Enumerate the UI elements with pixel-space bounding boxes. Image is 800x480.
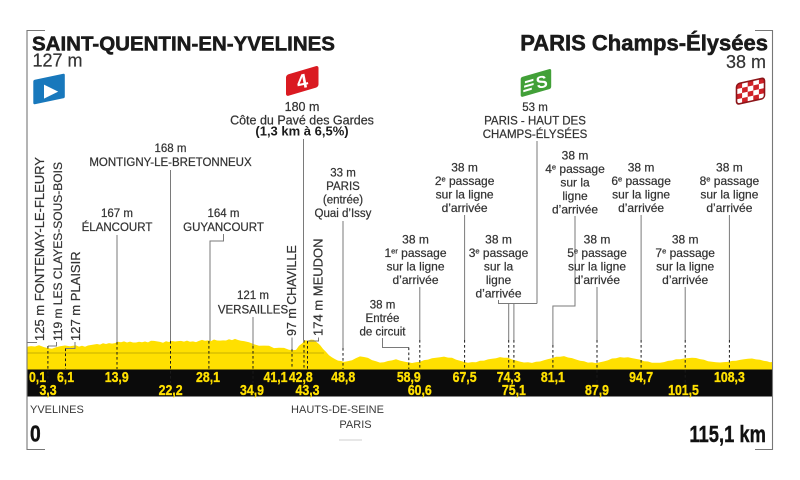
svg-text:sur la ligne: sur la ligne	[436, 188, 494, 202]
svg-text:d’arrivée: d’arrivée	[618, 201, 664, 215]
svg-text:38 m: 38 m	[402, 233, 429, 247]
svg-text:d’arrivée: d’arrivée	[706, 201, 752, 215]
svg-text:2e passage: 2e passage	[435, 174, 495, 188]
svg-text:8e passage: 8e passage	[700, 174, 760, 188]
svg-text:PARIS: PARIS	[326, 181, 360, 193]
svg-text:127 m: 127 m	[33, 51, 83, 71]
svg-text:(1,3 km à 6,5%): (1,3 km à 6,5%)	[255, 124, 348, 139]
svg-text:HAUTS-DE-SEINE: HAUTS-DE-SEINE	[291, 404, 384, 416]
svg-text:38 m: 38 m	[584, 233, 611, 247]
svg-text:sur la ligne: sur la ligne	[656, 260, 714, 274]
svg-text:6,1: 6,1	[57, 369, 75, 385]
svg-text:53 m: 53 m	[522, 102, 548, 114]
svg-text:SAINT-QUENTIN-EN-YVELINES: SAINT-QUENTIN-EN-YVELINES	[32, 33, 335, 56]
svg-text:sur la: sur la	[484, 260, 514, 274]
svg-text:MONTIGNY-LE-BRETONNEUX: MONTIGNY-LE-BRETONNEUX	[89, 157, 252, 169]
svg-text:(entrée): (entrée)	[323, 195, 363, 207]
svg-text:167 m: 167 m	[101, 208, 133, 220]
svg-text:Quai d’Issy: Quai d’Issy	[315, 208, 372, 220]
svg-text:1er passage: 1er passage	[384, 246, 446, 260]
svg-text:sur la ligne: sur la ligne	[700, 188, 758, 202]
svg-text:119 m LES CLAYES-SOUS-BOIS: 119 m LES CLAYES-SOUS-BOIS	[51, 162, 65, 341]
svg-text:Côte du Pavé des Gardes: Côte du Pavé des Gardes	[230, 114, 374, 128]
svg-text:38 m: 38 m	[370, 300, 396, 312]
svg-text:4e passage: 4e passage	[545, 162, 605, 176]
svg-text:97 m CHAVILLE: 97 m CHAVILLE	[285, 245, 299, 336]
svg-text:58,9: 58,9	[397, 369, 421, 385]
svg-text:164 m: 164 m	[208, 208, 240, 220]
svg-text:sur la: sur la	[560, 176, 590, 190]
svg-text:38 m: 38 m	[716, 161, 743, 175]
svg-text:38 m: 38 m	[628, 161, 655, 175]
svg-text:PARIS Champs-Élysées: PARIS Champs-Élysées	[520, 31, 768, 56]
svg-text:4: 4	[295, 70, 311, 94]
svg-text:22,2: 22,2	[159, 382, 183, 398]
svg-text:PARIS: PARIS	[339, 419, 371, 431]
svg-text:ligne: ligne	[486, 273, 512, 287]
svg-text:VERSAILLES: VERSAILLES	[218, 305, 289, 317]
svg-text:d’arrivée: d’arrivée	[552, 203, 598, 217]
svg-text:81,1: 81,1	[541, 369, 565, 385]
svg-text:115,1 km: 115,1 km	[689, 422, 766, 447]
svg-text:0,1: 0,1	[29, 369, 47, 385]
svg-text:28,1: 28,1	[196, 369, 220, 385]
svg-text:Entrée: Entrée	[366, 313, 400, 325]
svg-text:33 m: 33 m	[330, 168, 356, 180]
svg-text:127 m PLAISIR: 127 m PLAISIR	[68, 251, 83, 341]
svg-text:d’arrivée: d’arrivée	[442, 201, 488, 215]
svg-text:3e passage: 3e passage	[469, 246, 529, 260]
svg-text:38 m: 38 m	[672, 233, 699, 247]
svg-text:CHAMPS-ÉLYSÉES: CHAMPS-ÉLYSÉES	[483, 128, 588, 141]
svg-text:3,3: 3,3	[39, 382, 56, 398]
svg-text:42,8: 42,8	[289, 369, 313, 385]
svg-text:74,3: 74,3	[497, 369, 521, 385]
svg-text:43,3: 43,3	[296, 382, 320, 398]
svg-text:34,9: 34,9	[240, 382, 264, 398]
svg-text:87,9: 87,9	[585, 382, 609, 398]
svg-text:75,1: 75,1	[502, 382, 526, 398]
svg-text:108,3: 108,3	[714, 369, 745, 385]
svg-text:41,1: 41,1	[264, 369, 288, 385]
svg-text:5e passage: 5e passage	[567, 246, 627, 260]
svg-text:sur la ligne: sur la ligne	[386, 260, 444, 274]
svg-text:174 m MEUDON: 174 m MEUDON	[310, 238, 325, 336]
svg-text:d’arrivée: d’arrivée	[475, 287, 521, 301]
svg-text:0: 0	[30, 421, 41, 447]
svg-text:GUYANCOURT: GUYANCOURT	[183, 222, 264, 234]
svg-text:125 m FONTENAY-LE-FLEURY: 125 m FONTENAY-LE-FLEURY	[32, 157, 47, 341]
svg-text:180 m: 180 m	[285, 100, 320, 114]
svg-text:ligne: ligne	[562, 189, 588, 203]
svg-text:de circuit: de circuit	[359, 327, 406, 339]
svg-text:6e passage: 6e passage	[611, 174, 671, 188]
svg-text:sur la ligne: sur la ligne	[568, 260, 626, 274]
svg-text:168 m: 168 m	[155, 143, 187, 155]
svg-text:38 m: 38 m	[485, 233, 512, 247]
svg-text:38 m: 38 m	[451, 161, 478, 175]
svg-text:38 m: 38 m	[562, 149, 589, 163]
svg-text:ÉLANCOURT: ÉLANCOURT	[82, 221, 153, 234]
svg-text:60,6: 60,6	[408, 382, 432, 398]
svg-text:101,5: 101,5	[668, 382, 699, 398]
svg-text:13,9: 13,9	[105, 369, 129, 385]
svg-text:94,7: 94,7	[629, 369, 653, 385]
svg-text:d’arrivée: d’arrivée	[662, 273, 708, 287]
svg-text:48,8: 48,8	[331, 369, 355, 385]
svg-text:YVELINES: YVELINES	[30, 404, 84, 416]
svg-text:d’arrivée: d’arrivée	[574, 273, 620, 287]
svg-text:121 m: 121 m	[237, 290, 269, 302]
svg-text:PARIS - HAUT DES: PARIS - HAUT DES	[484, 116, 586, 128]
svg-text:67,5: 67,5	[453, 369, 477, 385]
svg-text:7e passage: 7e passage	[655, 246, 715, 260]
svg-text:38 m: 38 m	[726, 52, 766, 72]
svg-text:sur la ligne: sur la ligne	[612, 188, 670, 202]
svg-text:d’arrivée: d’arrivée	[392, 273, 438, 287]
svg-text:S: S	[534, 72, 549, 93]
